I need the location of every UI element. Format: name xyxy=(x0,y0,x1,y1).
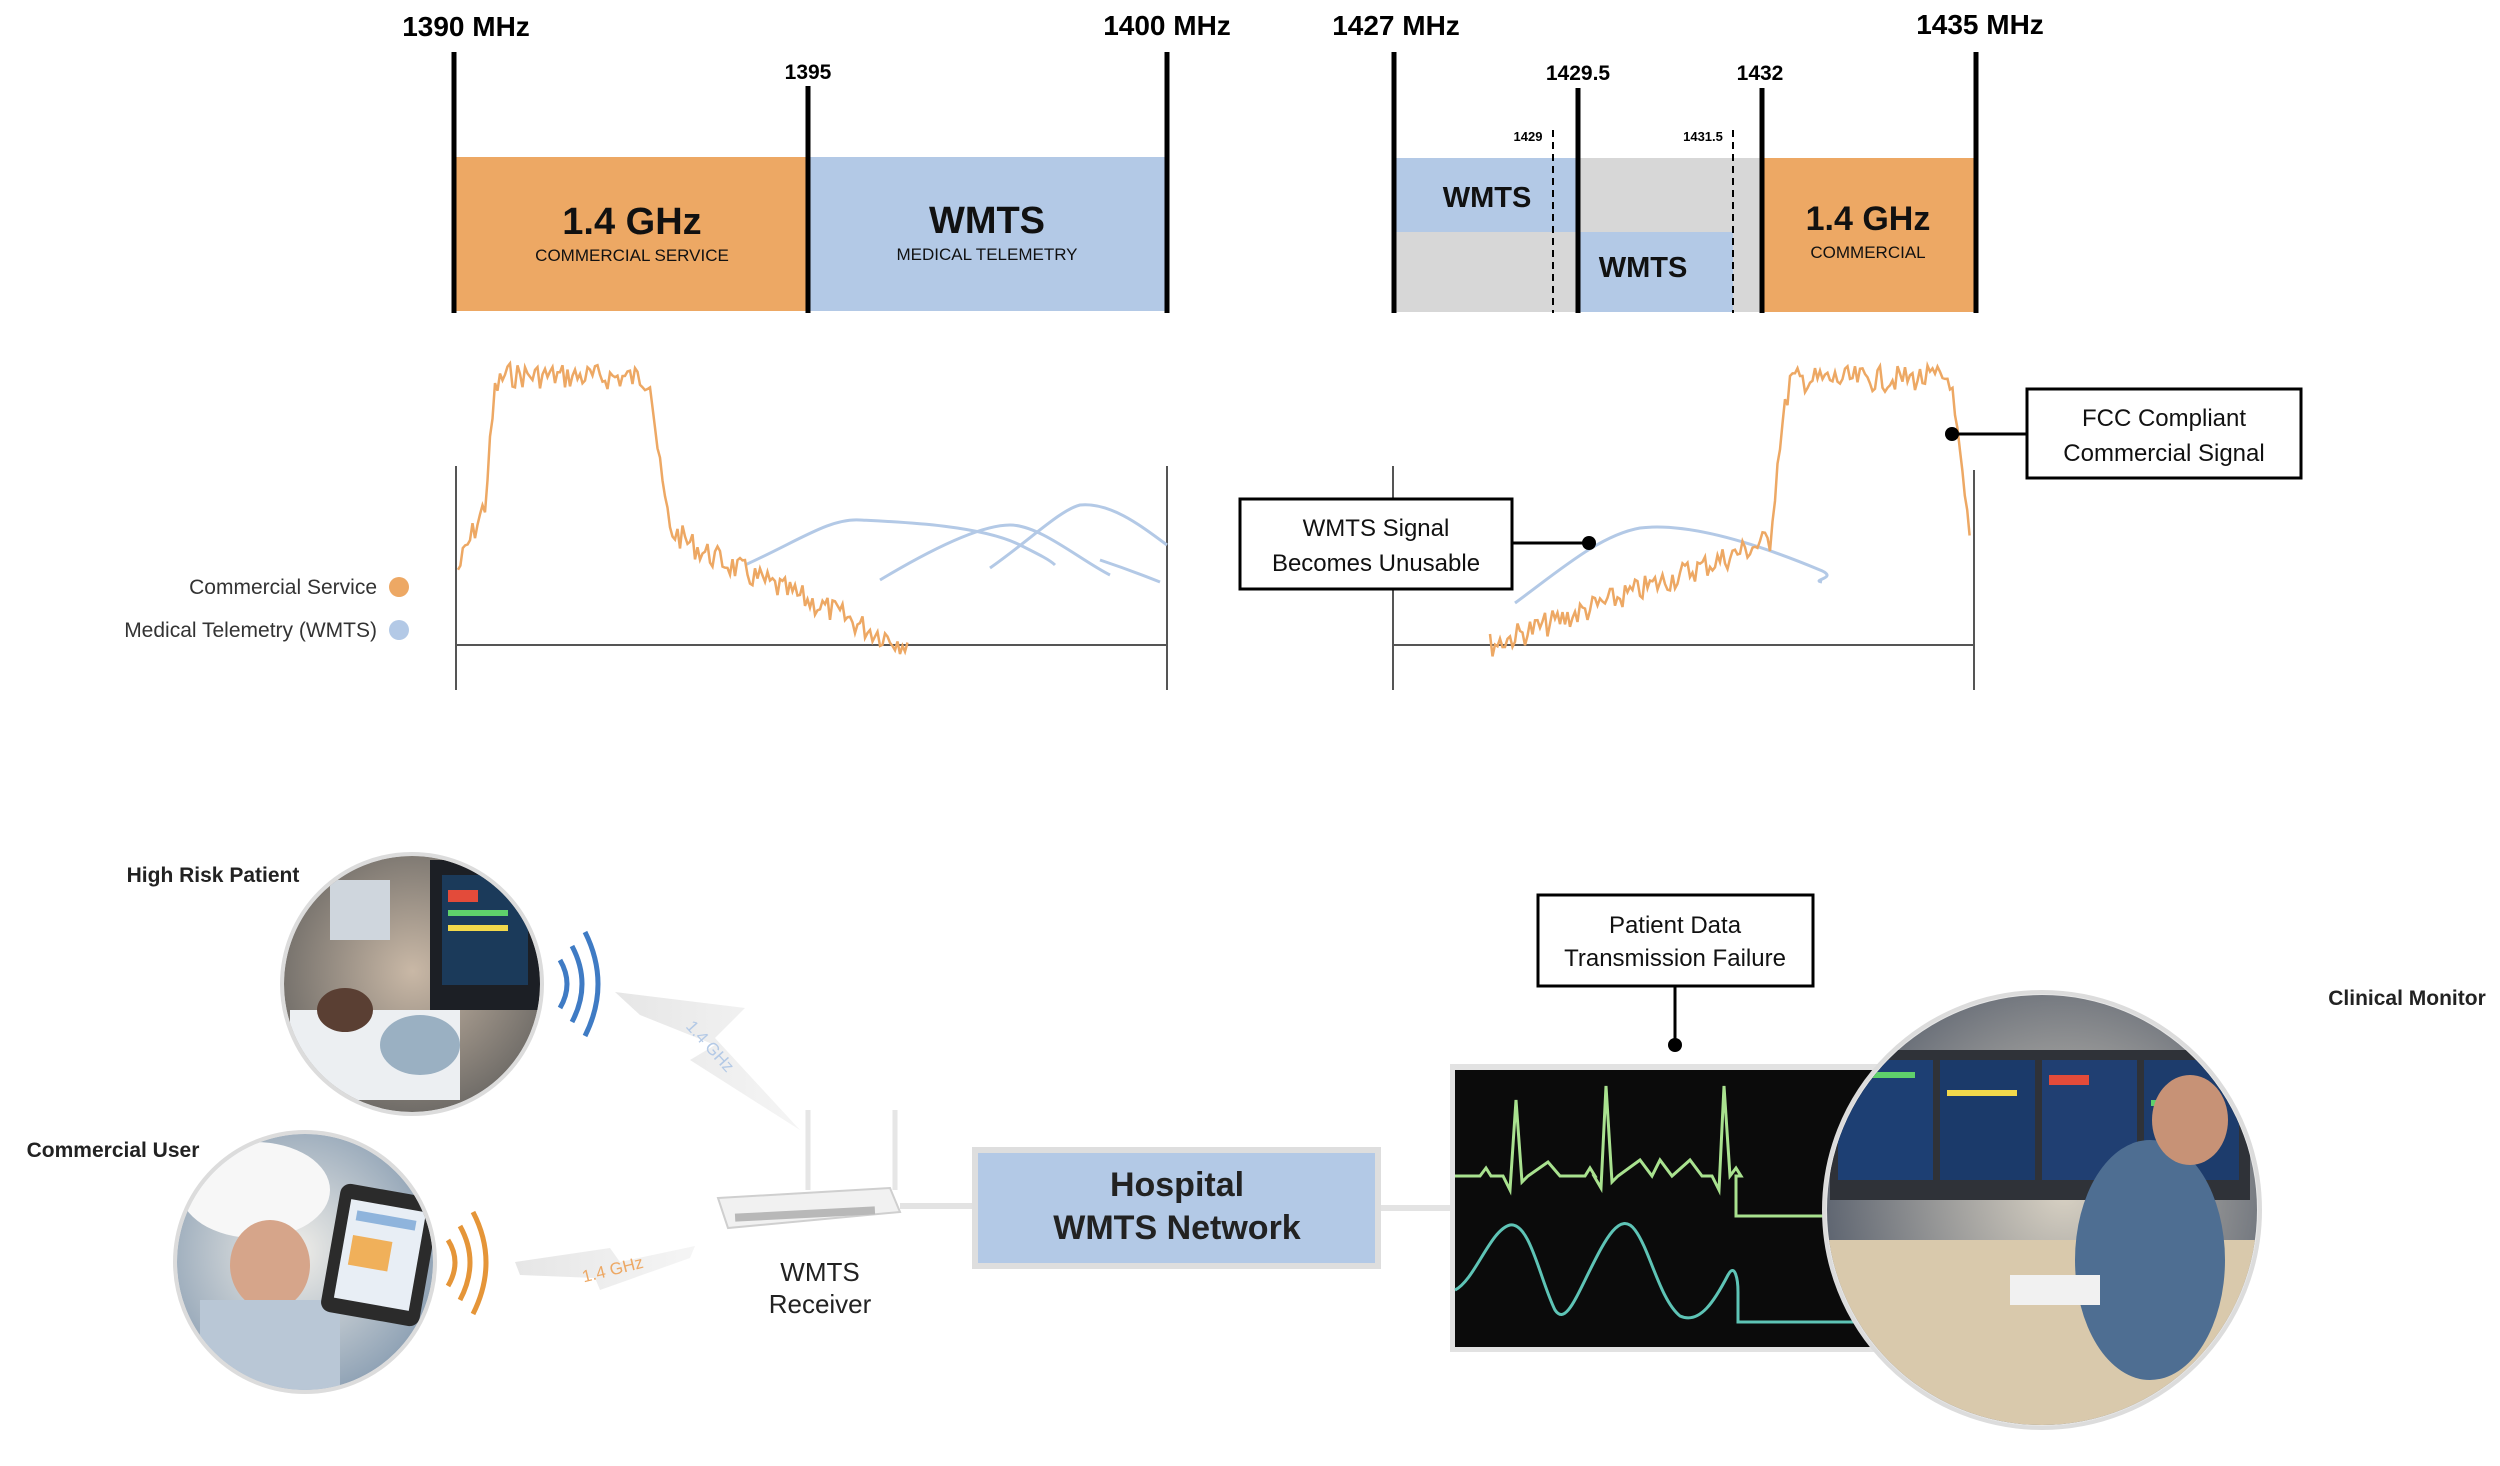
callout-unusable-line2: Becomes Unusable xyxy=(1272,550,1480,577)
commercial-signal-curve-1 xyxy=(456,360,909,656)
band1-wmts-subtitle: MEDICAL TELEMETRY xyxy=(896,245,1077,264)
hospital-network: Hospital WMTS Network xyxy=(972,1147,1381,1269)
wmts-signal-curve-3 xyxy=(989,503,1168,584)
band2-wmts-a-label: WMTS xyxy=(1443,182,1532,214)
band1-start-label: 1390 MHz xyxy=(402,11,530,42)
clinical-monitor: Clinical Monitor xyxy=(1822,987,2486,1430)
band1-commercial-block xyxy=(454,157,808,311)
callout-unusable: WMTS Signal Becomes Unusable xyxy=(1238,497,1596,591)
callout-failure: Patient Data Transmission Failure xyxy=(1536,893,1815,1052)
callout-failure-line2: Transmission Failure xyxy=(1564,945,1786,972)
wmts-signal-curve-4 xyxy=(1514,525,1829,605)
hospital-network-line1: Hospital xyxy=(1110,1166,1244,1204)
callout-failure-dot xyxy=(1668,1038,1682,1052)
commercial-signal-curve-2 xyxy=(1488,360,1971,657)
band2-wmts-a-block xyxy=(1394,158,1578,232)
receiver-port-strip xyxy=(734,1206,876,1222)
band2-dash1-label: 1429 xyxy=(1514,129,1543,144)
band2-wmts-b-block xyxy=(1578,232,1733,312)
callout-unusable-box xyxy=(1238,497,1514,591)
band2-commercial-title: 1.4 GHz xyxy=(1806,200,1931,238)
clinical-monitor-ring xyxy=(1822,990,2262,1430)
band2-gray-b-block xyxy=(1578,158,1762,232)
band2-gray-a-block xyxy=(1394,232,1578,312)
legend-commercial-label: Commercial Service xyxy=(189,576,377,599)
band1-chart: 1390 MHz 1395 1400 MHz 1.4 GHz COMMERCIA… xyxy=(402,10,1231,313)
band2-wmts-b-label: WMTS xyxy=(1599,252,1688,284)
callout-fcc-box xyxy=(2025,387,2303,480)
band2-end-label: 1435 MHz xyxy=(1916,9,2044,40)
band2-commercial-subtitle: COMMERCIAL xyxy=(1810,243,1925,262)
commercial-user-scene xyxy=(177,1134,433,1390)
callout-failure-box xyxy=(1536,893,1815,988)
callout-unusable-line1: WMTS Signal xyxy=(1303,515,1450,542)
legend-commercial-swatch xyxy=(389,577,409,597)
hospital-network-box xyxy=(972,1147,1381,1269)
pleth-trace xyxy=(1454,1222,1899,1324)
band1-commercial-title: 1.4 GHz xyxy=(562,201,701,243)
legend: Commercial Service Medical Telemetry (WM… xyxy=(124,576,409,642)
wmts-receiver: WMTS Receiver xyxy=(716,1110,902,1319)
callout-unusable-dot xyxy=(1582,536,1596,550)
band2-dash2-label: 1431.5 xyxy=(1683,129,1723,144)
callout-fcc: FCC Compliant Commercial Signal xyxy=(1945,387,2303,480)
bolt-bottom: 1.4 GHz xyxy=(515,1246,695,1290)
bolt-top: 1.4 GHz xyxy=(615,992,800,1130)
band1-mid-label: 1395 xyxy=(785,61,832,84)
callout-fcc-line2: Commercial Signal xyxy=(2063,440,2264,467)
high-risk-patient: High Risk Patient xyxy=(127,852,601,1116)
receiver-label-line2: Receiver xyxy=(769,1289,872,1319)
commercial-user: Commercial User xyxy=(27,1130,489,1394)
legend-wmts-label: Medical Telemetry (WMTS) xyxy=(124,619,377,642)
callout-failure-line1: Patient Data xyxy=(1609,912,1742,939)
commercial-user-label: Commercial User xyxy=(27,1139,200,1162)
band1-wmts-block xyxy=(808,157,1167,311)
bolt-top-shape xyxy=(615,992,800,1130)
high-risk-patient-label: High Risk Patient xyxy=(127,864,300,887)
band2-mid2-label: 1432 xyxy=(1737,62,1784,85)
commercial-user-ring xyxy=(173,1130,437,1394)
band2-mid1-label: 1429.5 xyxy=(1546,62,1611,85)
band2-start-label: 1427 MHz xyxy=(1332,10,1460,41)
band2-gray-c-block xyxy=(1733,232,1762,312)
callout-fcc-line1: FCC Compliant xyxy=(2082,405,2246,432)
wmts-signal-curve-2 xyxy=(879,523,1111,582)
callout-fcc-dot xyxy=(1945,427,1959,441)
clinical-monitor-label: Clinical Monitor xyxy=(2328,987,2486,1010)
band1-wmts-title: WMTS xyxy=(929,200,1045,242)
band2-chart: 1427 MHz 1429.5 1432 1435 MHz 1429 1431.… xyxy=(1332,9,2044,313)
bolt-bottom-shape xyxy=(515,1246,695,1290)
band1-commercial-subtitle: COMMERCIAL SERVICE xyxy=(535,246,729,265)
receiver-label-line1: WMTS xyxy=(780,1257,859,1287)
wifi-waves-icon-blue xyxy=(557,930,601,1038)
wmts-signal-curve-1 xyxy=(744,518,1057,567)
hospital-network-line2: WMTS Network xyxy=(1053,1209,1301,1247)
band2-commercial-block xyxy=(1762,158,1976,312)
spectrum-plot-1 xyxy=(455,360,1168,690)
spectrum-plot-2 xyxy=(1392,360,1975,690)
high-risk-patient-ring xyxy=(280,852,544,1116)
legend-wmts-swatch xyxy=(389,620,409,640)
band1-end-label: 1400 MHz xyxy=(1103,10,1231,41)
wifi-waves-icon-orange xyxy=(445,1210,489,1316)
ecg-trace xyxy=(1455,1085,1899,1218)
